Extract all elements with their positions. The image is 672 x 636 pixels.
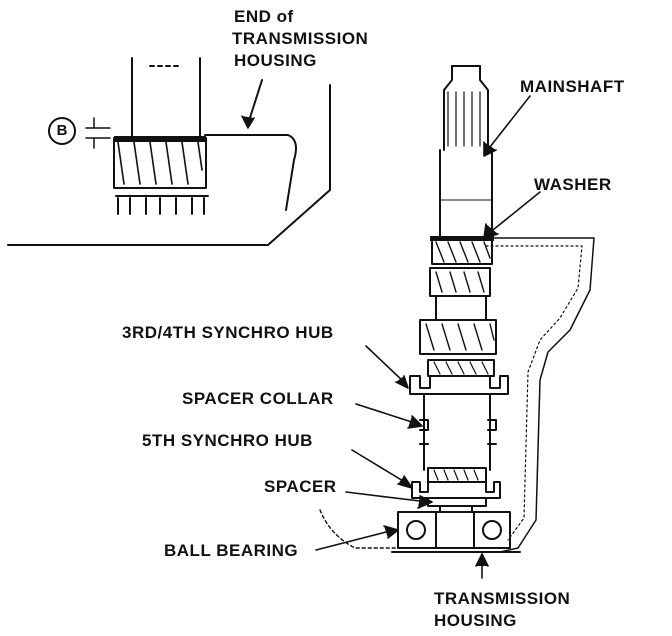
arrow-3rd4th xyxy=(365,345,407,385)
spacer-collar xyxy=(423,393,491,471)
spacer-ring xyxy=(427,497,487,507)
arrow-mainshaft xyxy=(485,95,531,153)
label-end-of-line: END of xyxy=(234,7,294,26)
synchro-hub-5th xyxy=(411,481,501,499)
label-spacer-collar: SPACER COLLAR xyxy=(182,389,334,408)
label-th-line1: TRANSMISSION xyxy=(434,589,571,608)
label-housing-line: HOUSING xyxy=(234,51,317,70)
dimension-b-lines xyxy=(85,117,111,149)
main-housing xyxy=(319,237,595,553)
inset-gear xyxy=(113,137,207,189)
inset-detail xyxy=(7,57,331,246)
callout-b-circle xyxy=(48,117,76,145)
arrow-5th xyxy=(351,449,409,485)
mainshaft xyxy=(397,65,511,549)
label-th-line2: HOUSING xyxy=(434,611,517,630)
label-transmission-line: TRANSMISSION xyxy=(232,29,369,48)
arrow-ball-bearing xyxy=(315,529,395,551)
end-housing-arrow xyxy=(247,79,263,125)
arrow-spacer-collar xyxy=(355,403,419,425)
inset-housing-top xyxy=(204,134,297,211)
arrow-spacer xyxy=(345,491,429,503)
synchro-hub-3rd4th xyxy=(409,375,509,395)
label-washer: WASHER xyxy=(534,175,612,194)
label-ball-bearing: BALL BEARING xyxy=(164,541,299,560)
leader-arrows xyxy=(315,95,541,579)
housing-right-wall xyxy=(487,237,595,553)
callout-b: B xyxy=(56,122,68,139)
housing-left-edge xyxy=(319,509,399,549)
ball-bearing xyxy=(397,511,511,549)
inset-lower-teeth xyxy=(117,197,205,215)
label-5th-synchro-hub: 5TH SYNCHRO HUB xyxy=(142,431,313,450)
arrow-washer xyxy=(487,191,541,235)
label-spacer: SPACER xyxy=(264,477,337,496)
inset-housing-outline xyxy=(7,84,331,246)
inset-shaft xyxy=(131,57,201,139)
label-3rd4th-synchro-hub: 3RD/4TH SYNCHRO HUB xyxy=(122,323,334,342)
label-mainshaft: MAINSHAFT xyxy=(520,77,625,96)
label-transmission-housing: TRANSMISSION HOUSING xyxy=(434,588,570,632)
washer xyxy=(431,237,493,265)
label-end-of-housing: END of TRANSMISSION HOUSING xyxy=(232,6,369,72)
